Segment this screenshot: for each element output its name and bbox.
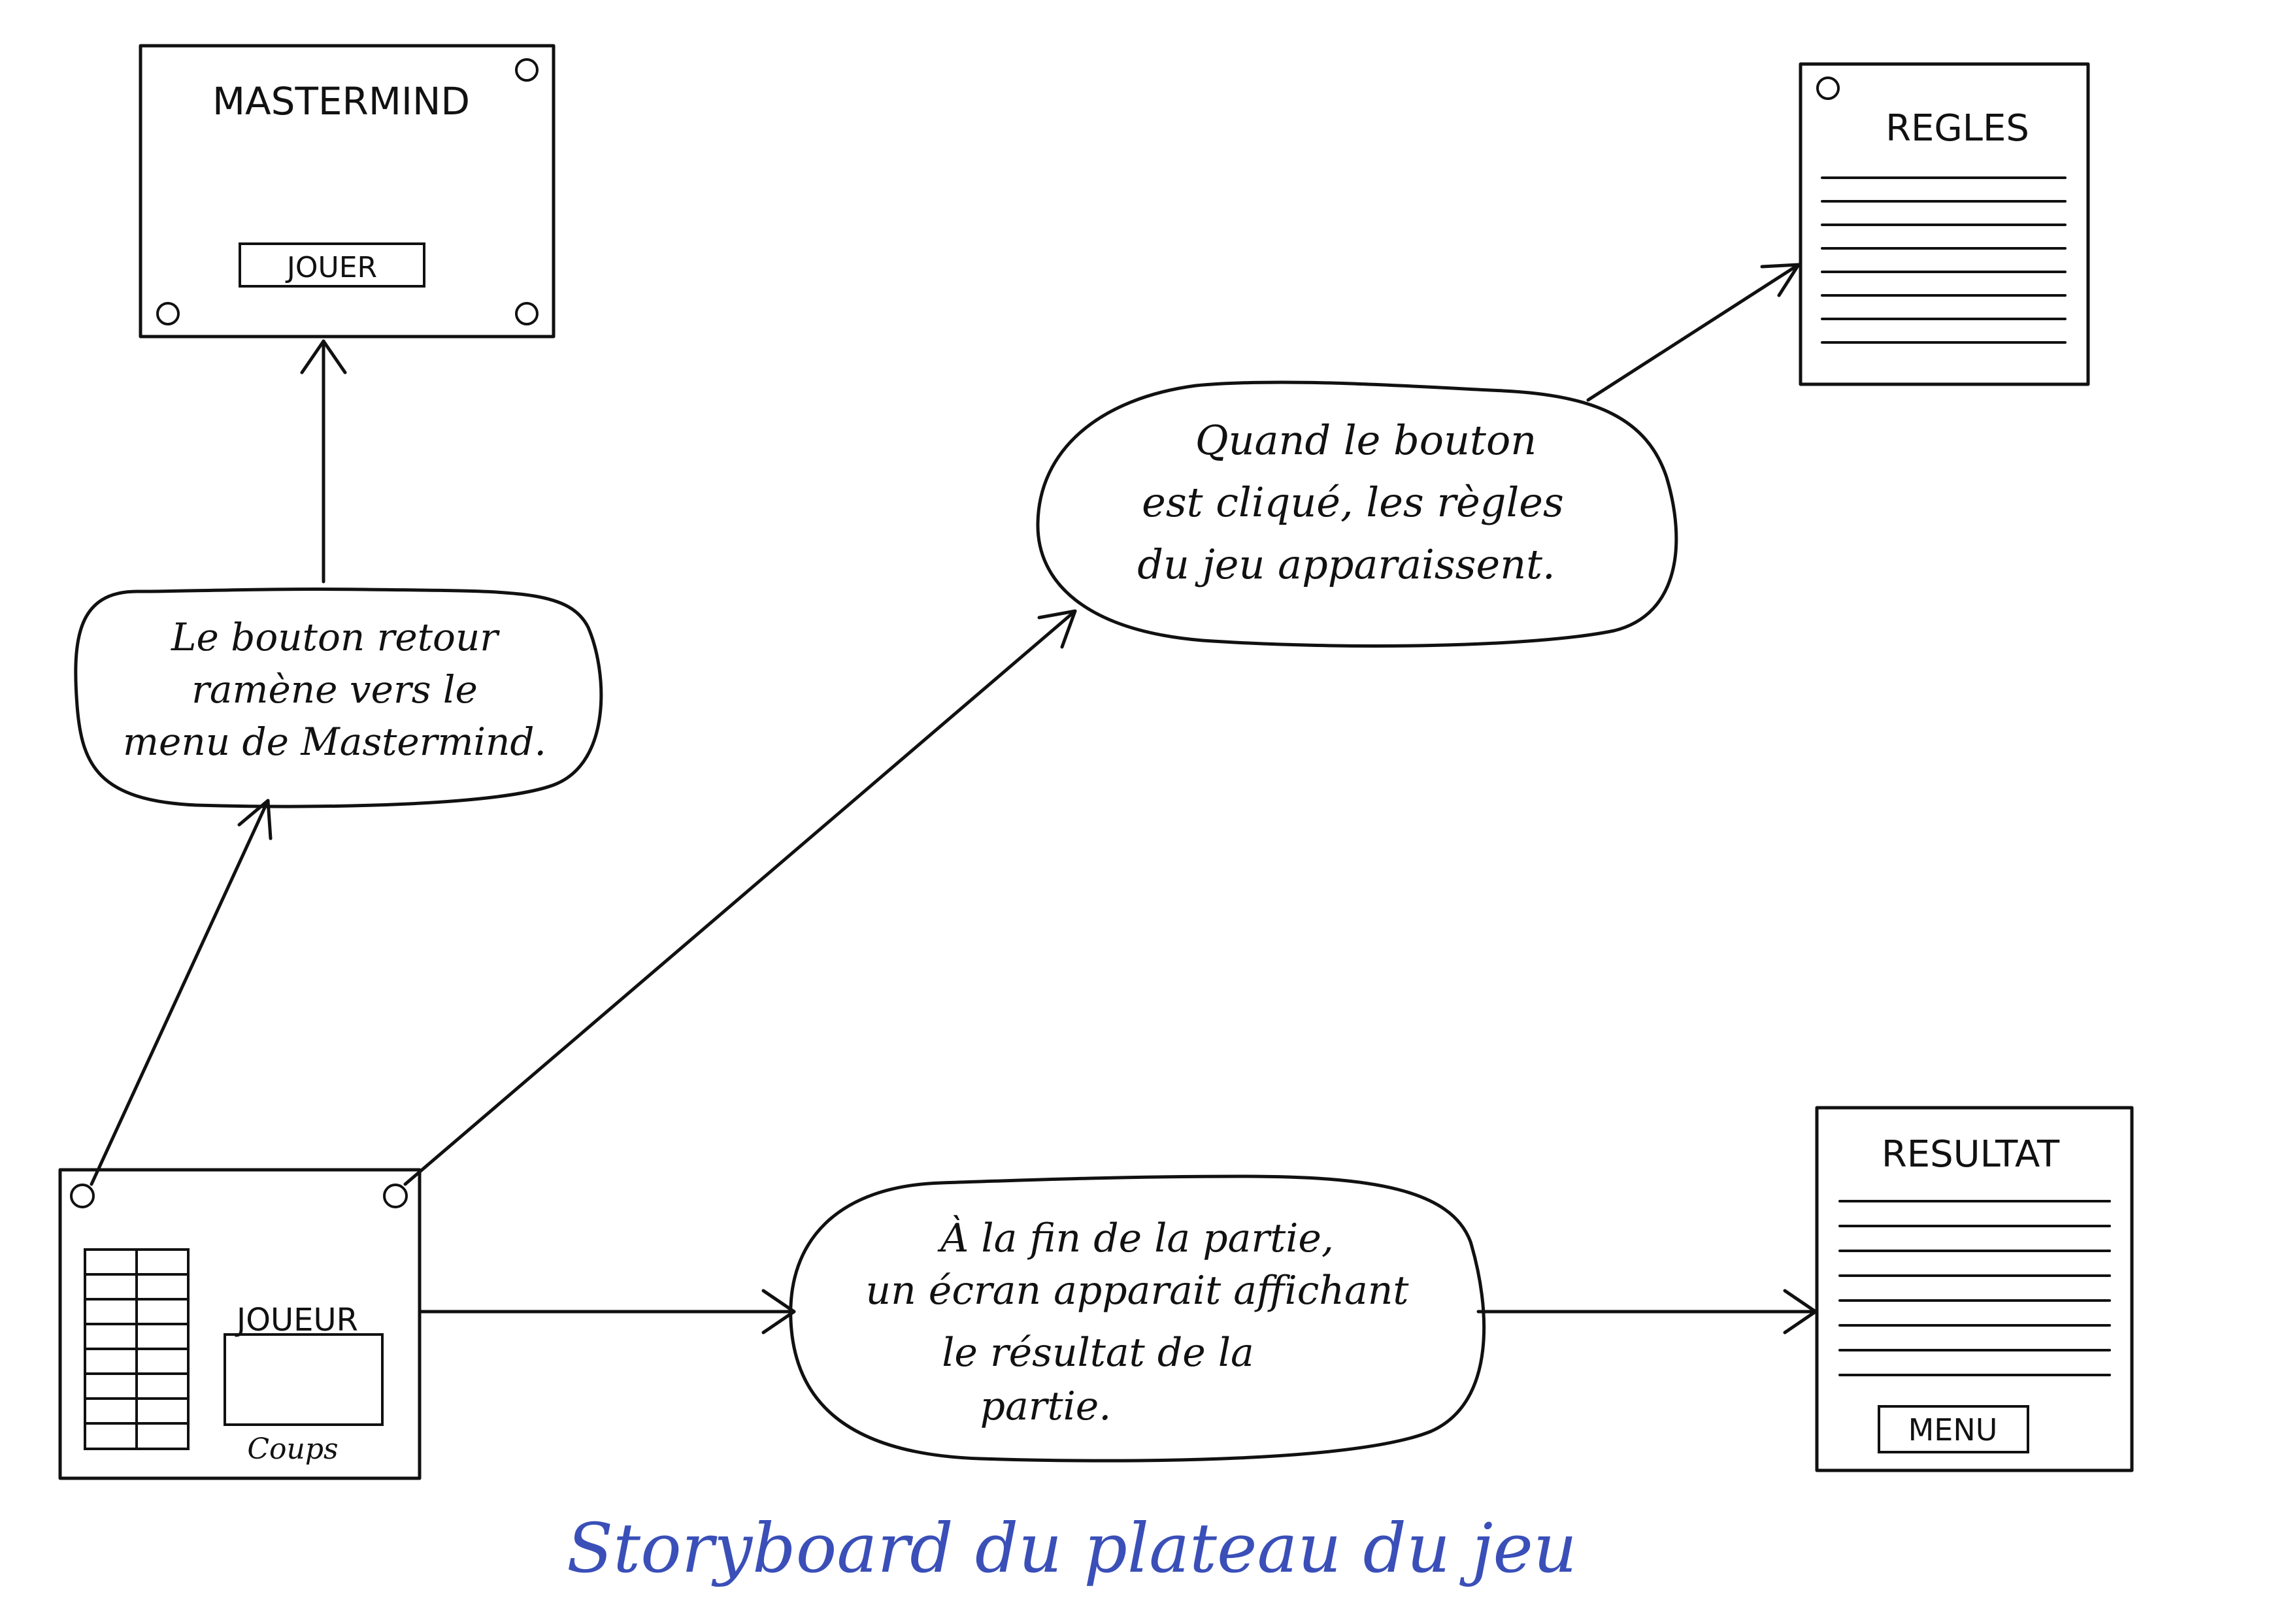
arrow-back-to-menu (300, 339, 347, 584)
play-button-label: JOUER (285, 251, 377, 284)
bubble-rules-line: du jeu apparaissent. (1137, 540, 1555, 588)
player-label: JOUEUR (235, 1302, 358, 1338)
rules-text-lines (1821, 176, 2067, 344)
result-text-lines (1838, 1200, 2111, 1376)
rules-screen-corner-circle (1816, 76, 1840, 100)
menu-button-label: MENU (1908, 1412, 1998, 1448)
game-board-screen: JOUEUR Coups (58, 1168, 422, 1480)
board-grid (84, 1248, 190, 1450)
bubble-rules-line: est cliqué, les règles (1142, 478, 1564, 526)
bubble-result-outline (789, 1174, 1486, 1463)
arrow-rules-bubble-to-rules-screen (1586, 263, 1801, 402)
back-button[interactable] (70, 1184, 95, 1208)
bubble-result-line: un écran apparait affichant (865, 1268, 1409, 1314)
rules-screen: REGLES (1799, 62, 2090, 386)
arrow-board-to-back-bubble (90, 799, 273, 1186)
bubble-result-line: le résultat de la (942, 1330, 1254, 1376)
bubble-rules-outline (1036, 380, 1678, 648)
menu-button[interactable] (1878, 1405, 2029, 1453)
bubble-back-line: menu de Mastermind. (123, 720, 546, 764)
storyboard-caption: Storyboard du plateau du jeu (567, 1508, 1577, 1588)
menu-screen-corner-circle (515, 58, 539, 82)
bubble-rules: Quand le bouton est cliqué, les règles d… (1036, 380, 1678, 648)
bubble-result-line: À la fin de la partie, (937, 1215, 1334, 1261)
bubble-back-line: Le bouton retour (171, 615, 500, 659)
menu-screen-frame (139, 44, 556, 339)
menu-screen-corner-circle (515, 302, 539, 325)
bubble-back-outline (74, 588, 603, 808)
result-screen-frame (1815, 1106, 2134, 1472)
player-input-box[interactable] (224, 1333, 384, 1426)
result-screen: RESULTAT MENU (1815, 1106, 2134, 1472)
rules-screen-title: REGLES (1885, 107, 2029, 150)
bubble-result: À la fin de la partie, un écran apparait… (789, 1174, 1486, 1463)
arrow-board-to-rules-bubble (403, 609, 1077, 1186)
game-board-frame (58, 1168, 422, 1480)
arrow-result-bubble-to-result-screen (1476, 1289, 1818, 1334)
result-screen-title: RESULTAT (1882, 1133, 2060, 1176)
bubble-result-line: partie. (980, 1384, 1112, 1429)
bubble-back: Le bouton retour ramène vers le menu de … (74, 588, 603, 808)
arrow-board-to-result-bubble (420, 1289, 796, 1334)
rules-button[interactable] (383, 1184, 408, 1208)
menu-screen-title: MASTERMIND (212, 79, 470, 124)
moves-label: Coups (247, 1433, 338, 1466)
bubble-rules-line: Quand le bouton (1195, 416, 1536, 464)
play-button[interactable] (239, 242, 425, 288)
menu-screen-corner-circle (156, 302, 180, 325)
rules-screen-frame (1799, 62, 2090, 386)
bubble-back-line: ramène vers le (191, 667, 478, 712)
menu-screen: MASTERMIND JOUER (139, 44, 556, 339)
